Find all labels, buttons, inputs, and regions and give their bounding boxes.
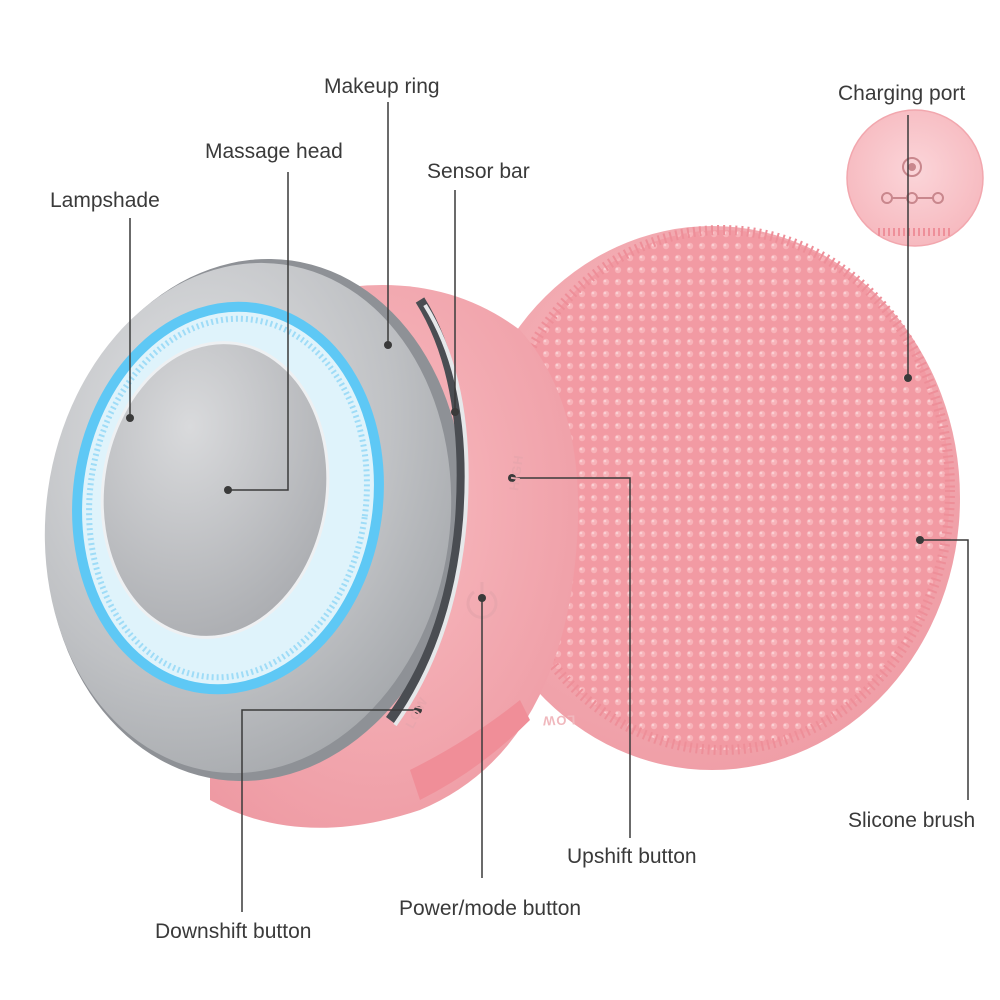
sensor-bar	[393, 303, 469, 727]
label-downshift-button: Downshift button	[155, 920, 312, 943]
label-sensor-bar: Sensor bar	[427, 160, 530, 183]
massage-head-plate	[100, 341, 330, 639]
charging-port-zoom	[846, 109, 984, 247]
label-charging-port: Charging port	[838, 82, 966, 105]
leader-dots	[126, 341, 924, 714]
label-lampshade: Lampshade	[50, 189, 160, 212]
main-device	[44, 258, 579, 828]
leader-lines	[129, 102, 969, 912]
label-power-mode-button: Power/mode button	[399, 897, 582, 920]
silicone-bristles	[494, 230, 950, 750]
led-lampshade	[72, 301, 384, 695]
dc-polarity-icon	[881, 157, 944, 204]
label-massage-head: Massage head	[205, 140, 343, 163]
label-slicone-brush: Slicone brush	[848, 809, 976, 832]
label-upshift-button: Upshift button	[567, 845, 697, 868]
brush-device	[464, 225, 960, 770]
low-marking-back: LOW	[541, 712, 576, 729]
label-makeup-ring: Makeup ring	[324, 75, 440, 98]
